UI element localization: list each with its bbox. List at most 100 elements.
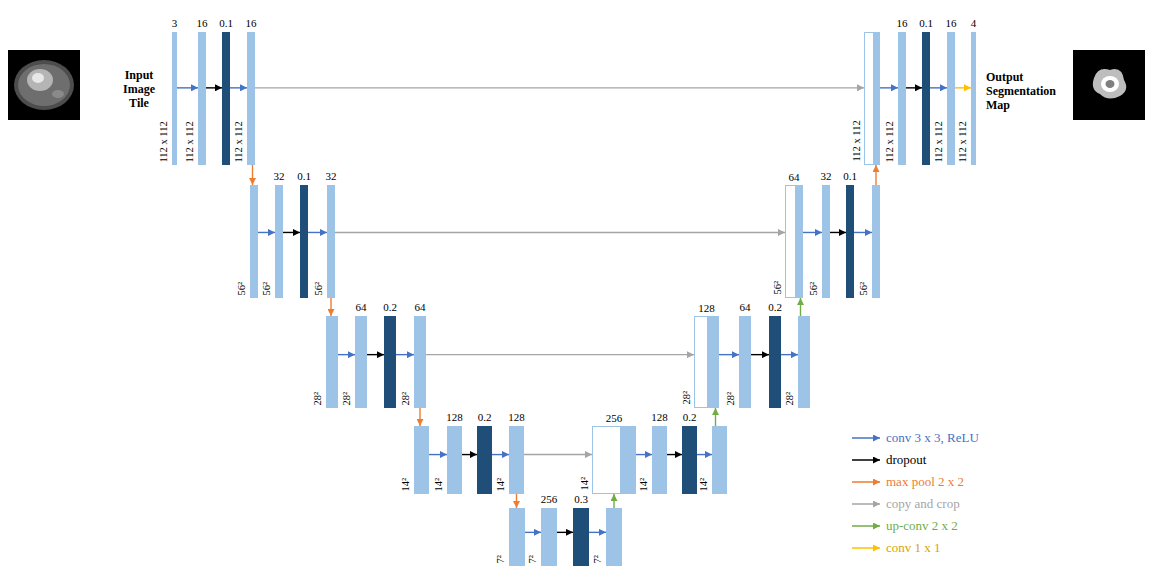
copy-crop-arrow [524, 454, 592, 455]
conv-arrow [308, 232, 327, 233]
conv-arrow [930, 87, 947, 88]
spatial-size: 56² [262, 281, 273, 295]
up-conv-arrow [715, 408, 716, 426]
channel-count: 0.2 [768, 302, 782, 313]
feature-map-bar: 14² [712, 426, 727, 494]
legend-samples [852, 438, 880, 548]
input-label: Input Image Tile [116, 68, 162, 110]
conv1x1-arrow [955, 87, 971, 88]
channel-count: 64 [415, 302, 426, 313]
conv-arrow [230, 87, 247, 88]
feature-map-bar: 16112 x 112 [198, 32, 206, 165]
legend-entry: up-conv 2 x 2 [886, 518, 958, 534]
feature-map-bar: 56² [250, 185, 258, 298]
spatial-size: 14² [699, 477, 710, 491]
legend-entry: conv 3 x 3, ReLU [886, 430, 979, 446]
legend-arrow [852, 481, 880, 483]
spatial-size: 14² [639, 477, 650, 491]
conv-arrow [719, 354, 739, 355]
legend-arrow [852, 503, 880, 505]
conv-arrow [258, 232, 275, 233]
tumor-region [27, 69, 53, 91]
channel-count: 64 [789, 172, 800, 183]
channel-count: 256 [606, 413, 623, 424]
conv-arrow [803, 232, 822, 233]
channel-count: 3 [172, 18, 178, 29]
dropout-bar: 0.1 [922, 32, 930, 165]
copy-crop-arrow [255, 87, 864, 88]
spatial-size: 112 x 112 [852, 120, 863, 161]
spatial-size: 14² [401, 477, 412, 491]
edema-segment [1093, 69, 1126, 99]
channel-count: 16 [946, 18, 957, 29]
dropout-bar: 0.1 [222, 32, 230, 165]
legend-entry: dropout [886, 452, 926, 468]
feature-map-bar: 28² [326, 316, 338, 408]
concatenated-feature-map: 6456² [785, 185, 803, 298]
feature-map-bar: 2567² [541, 508, 557, 566]
dropout-bar: 0.1 [300, 185, 308, 298]
spatial-size: 112 x 112 [934, 121, 945, 162]
feature-map-bar: 12814² [509, 426, 524, 494]
dropout-arrow [906, 87, 922, 88]
dropout-arrow [751, 354, 769, 355]
dropout-bar: 0.2 [384, 316, 396, 408]
dropout-bar: 0.2 [769, 316, 781, 408]
dropout-arrow [557, 532, 573, 533]
feature-map-bar: 16112 x 112 [247, 32, 255, 165]
channel-count: 0.2 [478, 412, 492, 423]
tumor-core [32, 73, 44, 83]
conv-arrow [338, 354, 355, 355]
copied-feature-part [873, 32, 880, 165]
feature-map-bar: 3256² [822, 185, 830, 298]
dropout-arrow [462, 454, 477, 455]
spatial-size: 28² [342, 391, 353, 405]
channel-count: 0.1 [919, 18, 933, 29]
feature-map-bar: 3256² [275, 185, 283, 298]
spatial-size: 7² [593, 555, 604, 563]
channel-count: 0.1 [219, 18, 233, 29]
max-pool-arrow [419, 408, 420, 426]
feature-map-bar: 7² [509, 508, 525, 566]
brain-tissue [52, 90, 64, 98]
conv-arrow [177, 87, 198, 88]
legend-arrow [852, 437, 880, 439]
max-pool-arrow [252, 165, 253, 185]
conv-arrow [781, 354, 798, 355]
channel-count: 0.2 [683, 412, 697, 423]
spatial-size: 56² [809, 281, 820, 295]
spatial-size: 14² [580, 476, 591, 490]
output-segmentation-image [1073, 50, 1145, 120]
spatial-size: 112 x 112 [185, 121, 196, 162]
feature-map-bar: 16112 x 112 [898, 32, 906, 165]
channel-count: 32 [274, 171, 285, 182]
image-background [1073, 50, 1145, 120]
feature-map-bar: 16112 x 112 [947, 32, 955, 165]
feature-map-bar: 12814² [652, 426, 667, 494]
spatial-size: 56² [773, 280, 784, 294]
dropout-arrow [367, 354, 384, 355]
channel-count: 128 [698, 303, 715, 314]
feature-map-bar: 3256² [327, 185, 335, 298]
channel-count: 32 [821, 171, 832, 182]
legend-arrow [852, 525, 880, 527]
spatial-size: 112 x 112 [159, 121, 170, 162]
conv-arrow [854, 232, 872, 233]
output-label: Output Segmentation Map [986, 70, 1070, 112]
conv-arrow [492, 454, 509, 455]
channel-count: 16 [897, 18, 908, 29]
spatial-size: 56² [314, 281, 325, 295]
channel-count: 0.1 [843, 171, 857, 182]
channel-count: 16 [197, 18, 208, 29]
legend-entry: copy and crop [886, 496, 960, 512]
concatenated-feature-map: 112 x 112 [864, 32, 880, 165]
copied-feature-part [620, 426, 636, 494]
dropout-bar: 0.1 [846, 185, 854, 298]
max-pool-arrow [516, 494, 517, 508]
spatial-size: 7² [496, 555, 507, 563]
max-pool-arrow [330, 298, 331, 316]
concatenated-feature-map: 12828² [694, 316, 719, 408]
channel-count: 4 [971, 18, 977, 29]
copy-crop-arrow [426, 354, 694, 355]
legend-entry: conv 1 x 1 [886, 540, 941, 556]
